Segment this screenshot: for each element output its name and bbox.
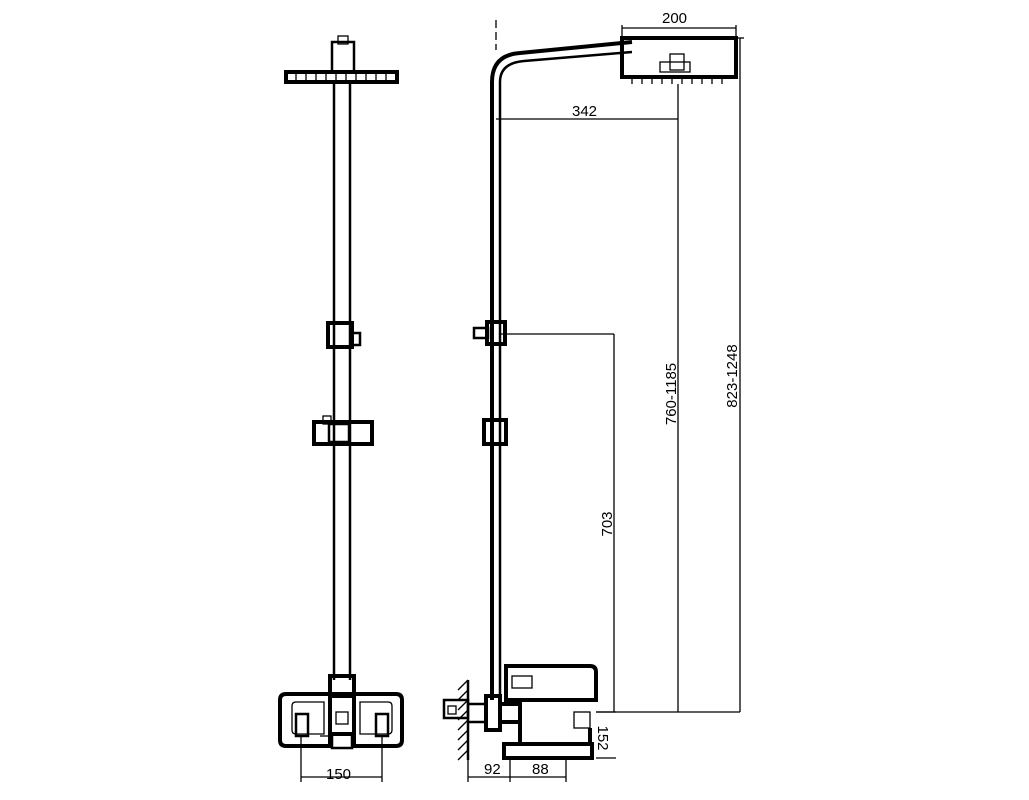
wall-section xyxy=(442,679,470,761)
front-shower-head xyxy=(284,35,399,84)
dim-label-wall-to-valve: 92 xyxy=(484,761,501,778)
side-handshower-holder xyxy=(472,320,507,346)
dim-label-arm-reach: 342 xyxy=(572,103,597,120)
dim-label-head-width: 200 xyxy=(662,10,687,27)
side-mixer-valve xyxy=(468,664,598,760)
dim-label-spout-length: 88 xyxy=(532,761,549,778)
front-slider-shelf xyxy=(312,415,374,446)
side-slider xyxy=(482,418,508,446)
dim-label-total-height: 823-1248 xyxy=(724,344,741,407)
side-shower-head xyxy=(620,36,738,84)
dim-head-width xyxy=(621,25,737,40)
front-view: 150 xyxy=(278,35,404,783)
dim-spout-length xyxy=(510,758,567,782)
front-handshower-holder xyxy=(326,321,362,349)
dim-label-head-height: 760-1185 xyxy=(663,363,680,425)
dim-valve-width xyxy=(300,736,383,782)
dim-head-height xyxy=(614,84,740,713)
dim-slider-to-valve xyxy=(500,333,615,713)
side-view: 92 88 152 703 760-1185 823-12 xyxy=(442,10,744,782)
dim-label-spout-height: 152 xyxy=(594,725,611,750)
dim-label-slider-to-valve: 703 xyxy=(599,511,616,536)
dim-total-height xyxy=(736,37,744,712)
front-riser-pipe xyxy=(332,82,352,680)
front-mixer-valve xyxy=(278,674,404,750)
dim-label-valve-width: 150 xyxy=(326,766,351,783)
side-riser-pipe xyxy=(490,40,633,700)
dim-wall-to-valve xyxy=(467,760,511,782)
